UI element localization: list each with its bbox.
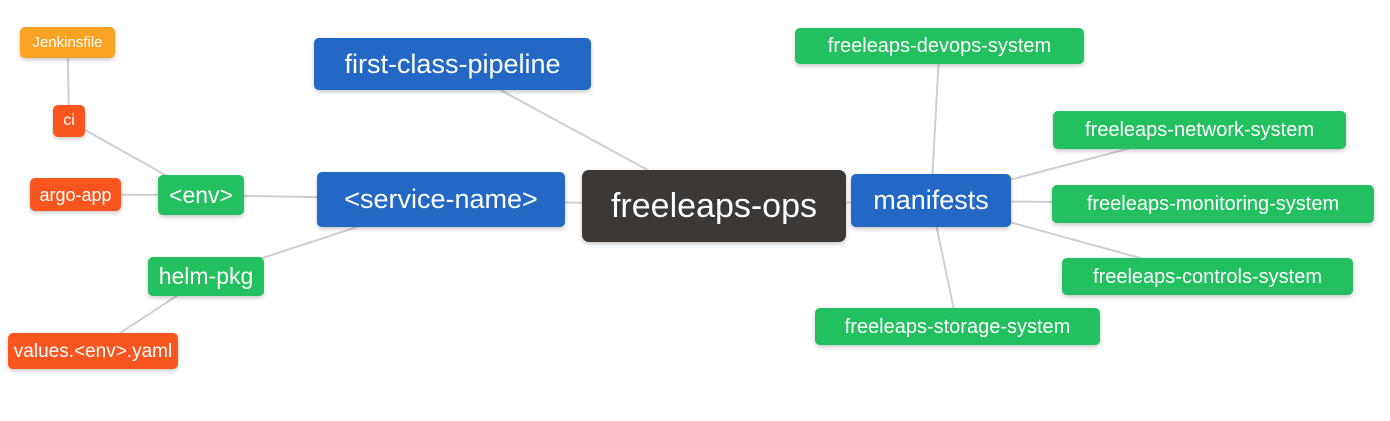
node-freeleaps-monitoring-system[interactable]: freeleaps-monitoring-system: [1052, 185, 1374, 223]
node-first-class-pipeline[interactable]: first-class-pipeline: [314, 38, 591, 90]
node-helm-pkg[interactable]: helm-pkg: [148, 257, 264, 296]
node-env[interactable]: <env>: [158, 175, 244, 215]
node-freeleaps-network-system[interactable]: freeleaps-network-system: [1053, 111, 1346, 149]
node-manifests[interactable]: manifests: [851, 174, 1011, 227]
node-freeleaps-controls-system[interactable]: freeleaps-controls-system: [1062, 258, 1353, 295]
node-service-name[interactable]: <service-name>: [317, 172, 565, 227]
node-jenkinsfile[interactable]: Jenkinsfile: [20, 27, 115, 58]
node-freeleaps-storage-system[interactable]: freeleaps-storage-system: [815, 308, 1100, 345]
node-ci[interactable]: ci: [53, 105, 85, 137]
node-argo-app[interactable]: argo-app: [30, 178, 121, 211]
node-freeleaps-devops-system[interactable]: freeleaps-devops-system: [795, 28, 1084, 64]
node-freeleaps-ops-root[interactable]: freeleaps-ops: [582, 170, 846, 242]
node-values-env-yaml[interactable]: values.<env>.yaml: [8, 333, 178, 369]
